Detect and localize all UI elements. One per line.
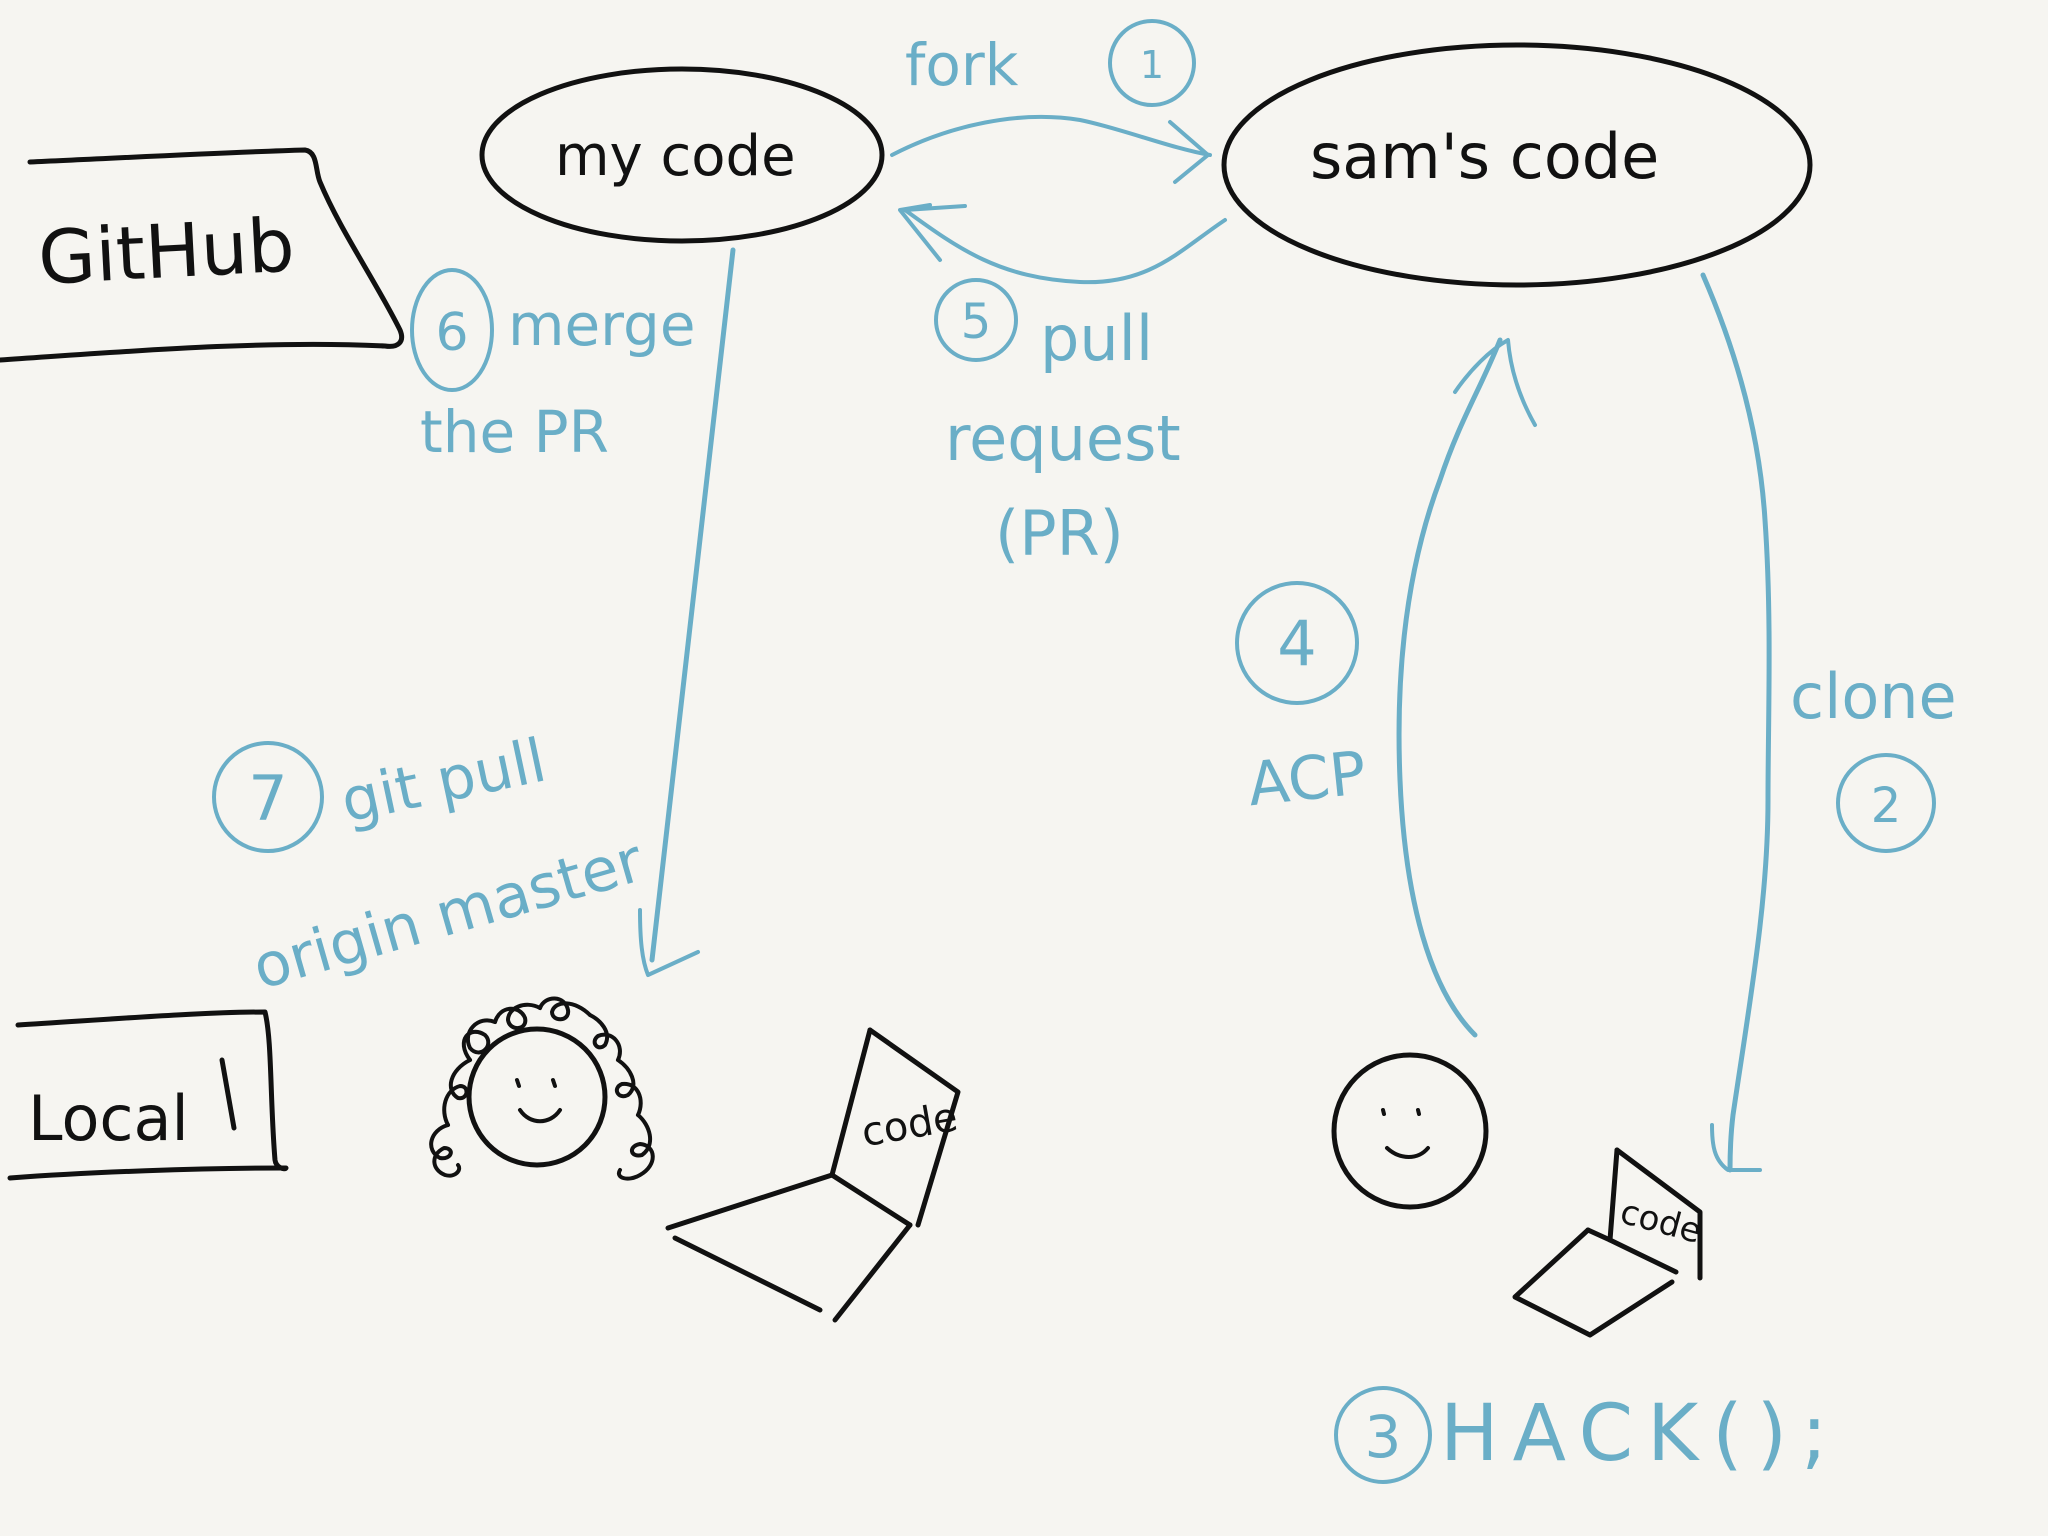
sam-laptop: code xyxy=(1512,1147,1706,1338)
step-git-pull: 7 git pull origin master xyxy=(212,247,736,1004)
step-acp: 4 ACP xyxy=(1235,337,1537,1038)
fork-label: fork xyxy=(905,31,1019,99)
my-code-repo: my code xyxy=(479,66,885,244)
step-merge: 6 merge the PR xyxy=(410,268,696,466)
step-2-number: 2 xyxy=(1871,778,1902,834)
step-6-badge xyxy=(410,268,494,392)
my-laptop: code xyxy=(665,1027,961,1323)
pr-label-line-3: (PR) xyxy=(995,497,1124,570)
merge-label-line-2: the PR xyxy=(420,398,609,466)
github-label: GitHub xyxy=(36,202,297,301)
step-7-number: 7 xyxy=(248,762,287,835)
step-1-number: 1 xyxy=(1140,43,1164,87)
my-laptop-screen-label: code xyxy=(858,1094,961,1156)
step-3-number: 3 xyxy=(1365,1403,1402,1471)
step-5-badge xyxy=(934,278,1018,362)
step-2-badge xyxy=(1836,753,1936,853)
step-fork: fork 1 xyxy=(890,19,1212,184)
my-avatar xyxy=(429,996,655,1181)
git-pull-label-line-1: git pull xyxy=(335,726,552,837)
pr-label-line-1: pull xyxy=(1040,302,1153,375)
github-banner: GitHub xyxy=(0,147,405,363)
acp-label: ACP xyxy=(1245,738,1370,820)
step-hack: 3 HACK(); xyxy=(1334,1386,1841,1484)
step-3-badge xyxy=(1334,1386,1432,1484)
step-7-badge xyxy=(212,741,324,853)
sams-code-label: sam's code xyxy=(1310,120,1659,193)
sams-code-repo: sam's code xyxy=(1221,42,1813,288)
pr-label-line-2: request xyxy=(945,402,1181,475)
step-1-badge xyxy=(1108,19,1196,107)
step-4-number: 4 xyxy=(1277,607,1316,680)
step-4-badge xyxy=(1235,581,1359,705)
sam-avatar xyxy=(1331,1052,1489,1210)
local-label: Local xyxy=(28,1082,189,1155)
sam-laptop-screen-label: code xyxy=(1616,1192,1706,1252)
local-banner: Local xyxy=(7,1009,289,1181)
merge-label-line-1: merge xyxy=(508,291,696,359)
step-5-number: 5 xyxy=(961,294,992,350)
clone-label: clone xyxy=(1790,660,1957,733)
step-pull-request: 5 pull request (PR) xyxy=(898,203,1227,570)
git-pull-label-line-2: origin master xyxy=(245,826,651,1004)
step-clone: clone 2 xyxy=(1700,272,1957,1173)
hack-label: HACK(); xyxy=(1440,1389,1841,1479)
step-6-number: 6 xyxy=(435,303,468,363)
my-code-label: my code xyxy=(555,124,796,189)
